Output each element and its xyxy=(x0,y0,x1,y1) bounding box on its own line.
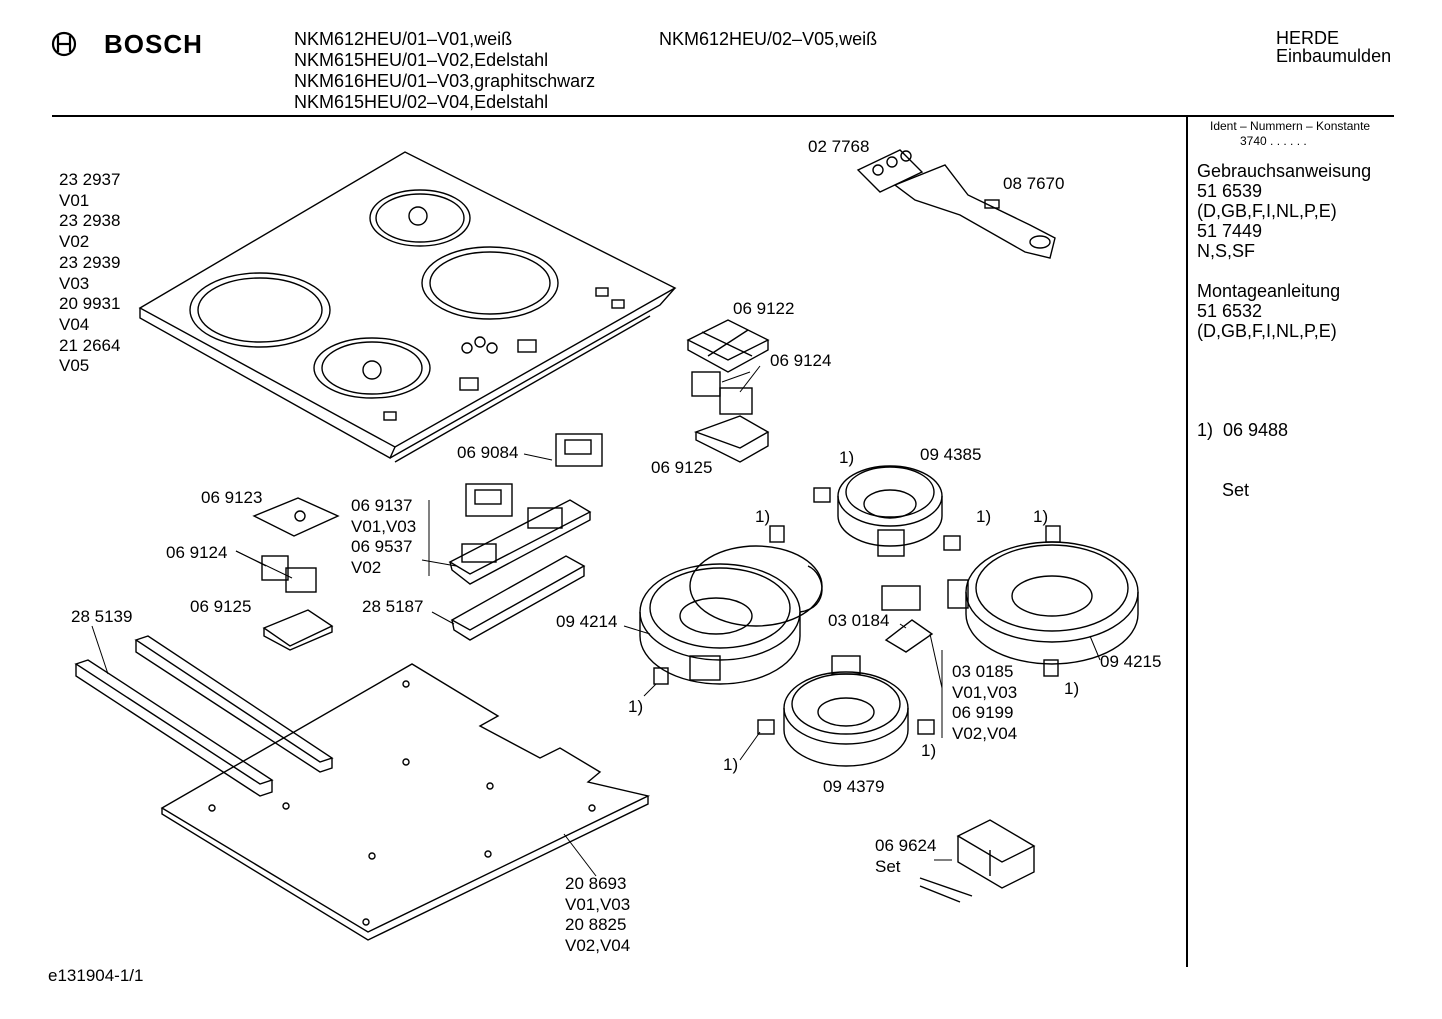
variant: V03 xyxy=(59,273,90,293)
part-number: 03 0185 xyxy=(952,662,1014,681)
part-set: Set xyxy=(875,856,901,876)
footnote-mark: 1) xyxy=(628,697,644,716)
part-label: 06 9124 xyxy=(770,351,832,370)
part-label: 06 9123 xyxy=(201,488,263,507)
install-title: Montageanleitung xyxy=(1197,281,1341,301)
note-block: 1) 06 9488 Set xyxy=(1197,380,1288,520)
part-number: 23 2938 xyxy=(59,211,121,231)
part-label: 06 9125 xyxy=(651,458,713,477)
model-line: NKM612HEU/02–V05,weiß xyxy=(659,29,878,49)
category: HERDE Einbaumulden xyxy=(1276,29,1391,65)
part-label: 09 4385 xyxy=(920,445,982,464)
variant: V01 xyxy=(59,190,90,210)
footnote-mark: 1) xyxy=(1064,679,1080,698)
footnote-mark: 1) xyxy=(1033,507,1049,526)
switch-assembly-center xyxy=(428,433,603,641)
part-list-208693: 20 8693 V01,V03 20 8825 V02,V04 xyxy=(565,874,630,957)
part-label: 28 5187 xyxy=(362,597,424,616)
variant: V02 xyxy=(59,232,90,252)
install-block: Montageanleitung 51 6532 (D,GB,F,I,NL,P,… xyxy=(1197,281,1340,341)
heating-elements xyxy=(639,465,1139,767)
hob-part-list: 23 2937 V01 23 2938 V02 23 2939 V03 20 9… xyxy=(59,170,120,377)
part-label: 06 9084 xyxy=(457,443,519,462)
variant: V02,V04 xyxy=(952,724,1018,744)
model-line: NKM616HEU/01–V03,graphitschwarz xyxy=(294,71,596,91)
model-line: NKM612HEU/01–V01,weiß xyxy=(294,29,513,49)
model-line: NKM615HEU/02–V04,Edelstahl xyxy=(294,92,549,112)
part-label: 09 4379 xyxy=(823,777,885,796)
install-line: 51 6532 xyxy=(1197,301,1263,321)
leader-lines xyxy=(91,365,1101,877)
part-label: 06 9124 xyxy=(166,543,228,562)
part-label: 02 7768 xyxy=(808,137,870,156)
part-list-069624: 06 9624 Set xyxy=(875,836,936,877)
manual-line: N,S,SF xyxy=(1197,241,1256,261)
switch-assembly-left xyxy=(252,497,340,651)
variant: V04 xyxy=(59,314,90,334)
ident-title: Ident – Nummern – Konstante xyxy=(1210,119,1371,133)
note-line: 1) 06 9488 xyxy=(1197,420,1289,440)
part-number: 06 9537 xyxy=(351,537,413,557)
bosch-logo-icon xyxy=(51,31,77,57)
manual-title: Gebrauchsanweisung xyxy=(1197,161,1372,181)
footnote-mark: 1) xyxy=(755,507,771,526)
part-number: 20 8825 xyxy=(565,915,627,935)
part-label: 28 5139 xyxy=(71,607,133,626)
ident-value: 3740 . . . . . . xyxy=(1240,134,1307,148)
part-label: 06 9125 xyxy=(190,597,252,616)
part-label: 08 7670 xyxy=(1003,174,1065,193)
part-number: 20 9931 xyxy=(59,294,121,314)
brand-name: BOSCH xyxy=(104,29,203,59)
ident-block: Ident – Nummern – Konstante 3740 . . . .… xyxy=(1210,119,1370,149)
drawing-code: e131904-1/1 xyxy=(48,966,144,985)
scraper-part xyxy=(856,149,1056,259)
footnote-mark: 1) xyxy=(839,448,855,467)
footnote-mark: 1) xyxy=(921,741,937,760)
model-line: NKM615HEU/01–V02,Edelstahl xyxy=(294,50,549,70)
part-number: 06 9199 xyxy=(952,703,1014,723)
install-line: (D,GB,F,I,NL,P,E) xyxy=(1197,321,1337,341)
manual-line: (D,GB,F,I,NL,P,E) xyxy=(1197,201,1337,221)
part-number: 20 8693 xyxy=(565,874,627,893)
variant: V05 xyxy=(59,356,90,376)
variant: V02,V04 xyxy=(565,936,631,956)
part-number: 23 2937 xyxy=(59,170,121,189)
model-list-right: NKM612HEU/02–V05,weiß xyxy=(659,29,877,50)
mounting-brackets xyxy=(74,635,334,797)
footnote-mark: 1) xyxy=(723,755,739,774)
model-list-left: NKM612HEU/01–V01,weiß NKM615HEU/01–V02,E… xyxy=(294,29,595,113)
part-number: 21 2664 xyxy=(59,335,121,355)
variant: V02 xyxy=(351,558,382,578)
part-number: 23 2939 xyxy=(59,252,121,272)
part-number: 06 9624 xyxy=(875,836,937,855)
part-list-030185: 03 0185 V01,V03 06 9199 V02,V04 xyxy=(952,662,1017,745)
sidebar-divider xyxy=(1186,116,1188,967)
variant: V01,V03 xyxy=(565,894,631,914)
manual-block: Gebrauchsanweisung 51 6539 (D,GB,F,I,NL,… xyxy=(1197,161,1371,261)
manual-line: 51 6539 xyxy=(1197,181,1263,201)
footnote-mark: 1) xyxy=(976,507,992,526)
part-label: 09 4214 xyxy=(556,612,618,631)
category-line: HERDE xyxy=(1276,28,1340,48)
clip-parts xyxy=(653,487,1061,735)
part-number: 06 9137 xyxy=(351,496,413,515)
hob-glass-top xyxy=(138,151,677,463)
variant: V01,V03 xyxy=(351,516,417,536)
part-label: 09 4215 xyxy=(1100,652,1162,671)
switch-assembly-right xyxy=(686,319,770,463)
terminal-block-set xyxy=(919,819,1036,903)
manual-line: 51 7449 xyxy=(1197,221,1263,241)
part-label: 06 9122 xyxy=(733,299,795,318)
base-plate xyxy=(160,663,651,941)
category-line: Einbaumulden xyxy=(1276,46,1392,66)
part-label: 03 0184 xyxy=(828,611,890,630)
note-line: Set xyxy=(1197,480,1250,500)
variant: V01,V03 xyxy=(952,682,1018,702)
header-divider xyxy=(52,115,1394,117)
part-list-069137: 06 9137 V01,V03 06 9537 V02 xyxy=(351,496,416,579)
